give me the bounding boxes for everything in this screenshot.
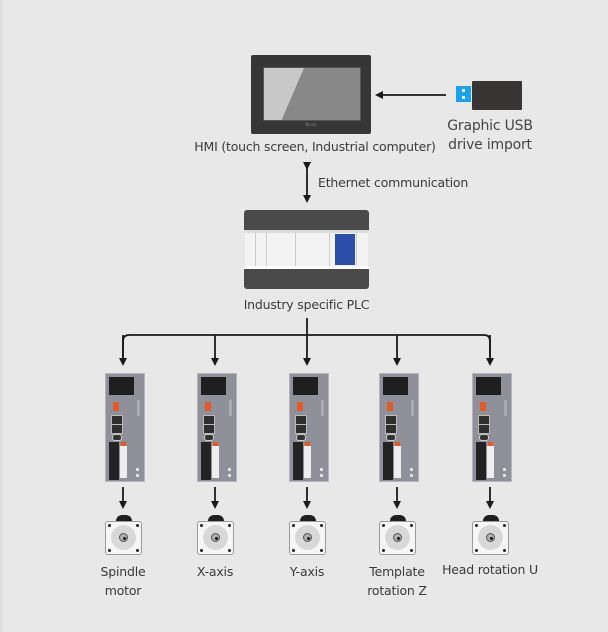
plc-comm-module (335, 234, 355, 265)
axis-label: Y-axis (289, 564, 325, 579)
hmi-brand: Kinco (305, 122, 317, 127)
servo-drive (472, 373, 512, 482)
axis-label: Template (369, 564, 425, 579)
axis-label-line2: rotation Z (367, 583, 427, 598)
servo-motor-icon (197, 515, 234, 555)
servo-drive (379, 373, 419, 482)
servo-drive (105, 373, 145, 482)
servo-motor-icon (289, 515, 326, 555)
hmi-screen (263, 67, 361, 121)
servo-drive (289, 373, 329, 482)
axis-label: Spindle (100, 564, 146, 579)
usb-label-line1: Graphic USB (447, 118, 533, 134)
axis-label: X-axis (196, 564, 234, 579)
servo-motor-icon (379, 515, 416, 555)
plc-label: Industry specific PLC (243, 297, 370, 312)
edge-shadow (0, 0, 4, 632)
usb-drive-body (472, 81, 522, 110)
usb-label-line2: drive import (448, 137, 532, 153)
hmi-device: Kinco (251, 55, 371, 134)
plc-device (244, 210, 369, 289)
axis-label: Head rotation U (442, 562, 538, 577)
axis-label-line2: motor (104, 583, 142, 598)
servo-motor-icon (105, 515, 142, 555)
ethernet-label: Ethernet communication (318, 175, 469, 190)
hmi-label: HMI (touch screen, Industrial computer) (194, 139, 436, 154)
servo-motor-icon (472, 515, 509, 555)
usb-drive-icon (456, 86, 471, 102)
servo-drive (197, 373, 237, 482)
